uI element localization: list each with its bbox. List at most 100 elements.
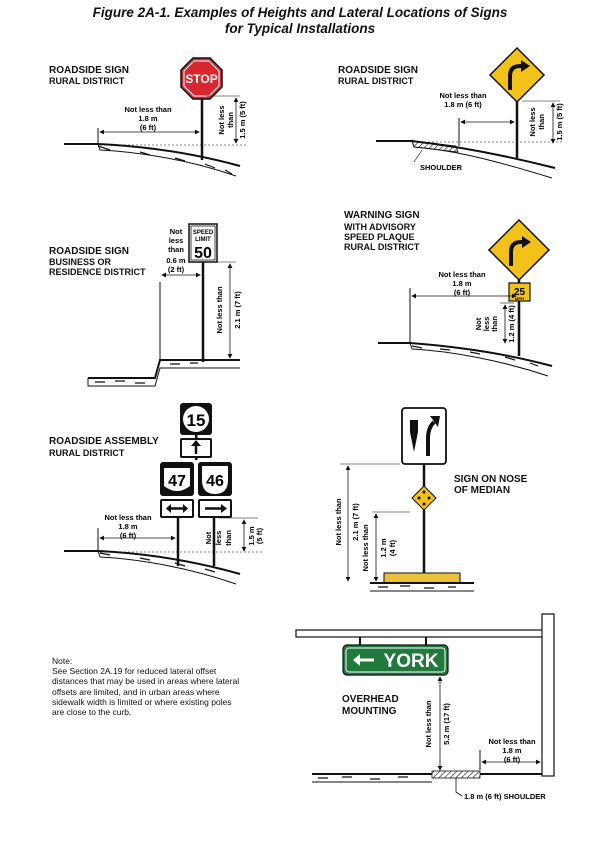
p3-hval: 2.1 m (7 ft) — [233, 291, 242, 329]
curve-warning-sign-icon — [488, 46, 546, 104]
p1-lat1: Not less than — [124, 105, 172, 114]
p4-plaque-num: 25 — [514, 287, 526, 298]
p5-h5: (5 ft) — [255, 527, 264, 544]
p3-sign-num: 50 — [194, 245, 212, 262]
p5-label: ROADSIDE ASSEMBLY — [49, 436, 159, 447]
p5-h4: 1.5 m — [247, 526, 256, 546]
panel-4: 25 MPH Not less than 1.8 m (6 ft) Not le… — [378, 218, 553, 377]
p6-label2: OF MEDIAN — [454, 485, 511, 496]
p1-lat2: 1.8 m — [138, 114, 158, 123]
p1-h1: Not less — [217, 105, 226, 134]
p6-b3: (4 ft) — [388, 539, 397, 556]
p6-label1: SIGN ON NOSE — [454, 474, 528, 485]
footnote: Note: See Section 2A.19 for reduced late… — [52, 656, 242, 717]
p3-sub1: BUSINESS OR — [49, 257, 112, 267]
p2-h1: Not less — [528, 107, 537, 136]
p4-h1: Not — [474, 317, 483, 330]
p1-label: ROADSIDE SIGN — [49, 65, 130, 76]
p7-lat2: 1.8 m — [502, 746, 522, 755]
p4-lat3: (6 ft) — [454, 288, 471, 297]
p2-shoulder-text: SHOULDER — [420, 163, 463, 172]
panel-5: 15 47 46 Not less than 1.8 m (6 ft) Not … — [64, 403, 264, 585]
object-marker-icon — [411, 485, 437, 511]
p5-h1: Not — [204, 531, 213, 544]
p4-plaque-unit: MPH — [515, 296, 524, 301]
p3-label: ROADSIDE SIGN — [49, 246, 130, 257]
panel-2: SHOULDER Not less than 1.8 m (6 ft) Not … — [376, 46, 564, 179]
figure-title-line1: Figure 2A-1. Examples of Heights and Lat… — [92, 5, 508, 20]
p5-route2: 47 — [168, 473, 186, 490]
p5-h3: than — [224, 530, 233, 546]
curve-warning-sign-2-icon — [487, 218, 551, 282]
p6-a1: Not less than — [334, 498, 343, 546]
p5-h2: less — [214, 531, 223, 546]
p3-lat5: (2 ft) — [168, 265, 185, 274]
p2-lat1: Not less than — [439, 91, 487, 100]
p4-label3: SPEED PLAQUE — [344, 232, 415, 242]
panel-7: YORK Not less than 5.2 m (17 ft) Not les… — [295, 613, 555, 801]
p7-h2: 5.2 m (17 ft) — [442, 703, 451, 745]
curve-arrow-icon — [508, 64, 522, 90]
speed-limit-sign — [188, 223, 218, 263]
note-heading: Note: — [52, 656, 73, 666]
p6-b2: 1.2 m — [379, 538, 388, 558]
median-island-icon — [410, 420, 418, 452]
p7-lat3: (6 ft) — [504, 755, 521, 764]
keep-right-arrow-icon — [426, 420, 436, 456]
p3-lat4: 0.6 m — [166, 256, 186, 265]
p7-h1: Not less than — [424, 700, 433, 748]
p4-lat2: 1.8 m — [452, 279, 472, 288]
p4-lat1: Not less than — [438, 270, 486, 279]
p5-lat2: 1.8 m — [118, 522, 138, 531]
york-sign-text: YORK — [384, 651, 439, 672]
p3-lat2: less — [169, 236, 184, 245]
p2-h2: than — [537, 114, 546, 130]
p1-sub: RURAL DISTRICT — [49, 76, 125, 86]
p2-label: ROADSIDE SIGN — [338, 65, 419, 76]
p5-route3: 46 — [206, 473, 224, 490]
p2-shoulder — [411, 140, 459, 153]
overhead-column — [541, 613, 555, 777]
overhead-beam — [295, 629, 547, 638]
p3-lat3: than — [168, 245, 184, 254]
p3-sign-top2: LIMIT — [195, 237, 211, 243]
stop-sign-icon — [180, 57, 223, 100]
york-guide-sign — [342, 644, 449, 676]
p1-h3: 1.5 m (5 ft) — [238, 101, 247, 139]
p3-lat1: Not — [170, 227, 183, 236]
p1-lat3: (6 ft) — [140, 123, 157, 132]
p3-h: Not less than — [215, 286, 224, 334]
p4-h3: than — [490, 316, 499, 332]
p5-lat3: (6 ft) — [120, 531, 137, 540]
p3-sign-top1: SPEED — [193, 230, 214, 236]
p7-label1: OVERHEAD — [342, 694, 399, 705]
p5-sub: RURAL DISTRICT — [49, 448, 125, 458]
p7-shoulder — [431, 770, 481, 779]
p7-lat1: Not less than — [488, 737, 536, 746]
p5-route1: 15 — [187, 411, 206, 430]
p4-label4: RURAL DISTRICT — [344, 242, 420, 252]
p6-a2: 2.1 m (7 ft) — [351, 503, 360, 541]
p1-h2: than — [226, 112, 235, 128]
p5-lat1: Not less than — [104, 513, 152, 522]
panel-6: Not less than 2.1 m (7 ft) Not less than… — [334, 407, 474, 592]
p1-ground — [64, 143, 241, 167]
p7-label2: MOUNTING — [342, 706, 397, 717]
p2-lat2: 1.8 m (6 ft) — [444, 100, 482, 109]
p4-label2: WITH ADVISORY — [344, 222, 416, 232]
p7-shoulder-text: 1.8 m (6 ft) SHOULDER — [464, 792, 546, 801]
panel-1: STOP Not less than 1.8 m (6 ft) Not less… — [64, 57, 247, 177]
stop-sign-text: STOP — [185, 72, 217, 86]
note-body: See Section 2A.19 for reduced lateral of… — [52, 666, 240, 718]
p2-h3: 1.5 m (5 ft) — [555, 103, 564, 141]
p2-sub: RURAL DISTRICT — [338, 76, 414, 86]
figure-title-line2: for Typical Installations — [224, 21, 376, 36]
p4-h4: 1.2 m (4 ft) — [507, 305, 516, 343]
p3-sub2: RESIDENCE DISTRICT — [49, 267, 146, 277]
p4-label1: WARNING SIGN — [344, 210, 420, 221]
panel-3: SPEED LIMIT 50 Not less than 0.6 m (2 ft… — [87, 223, 242, 387]
median-nose-base — [383, 572, 461, 584]
p4-h2: less — [482, 317, 491, 332]
p6-b1: Not less than — [361, 524, 370, 572]
